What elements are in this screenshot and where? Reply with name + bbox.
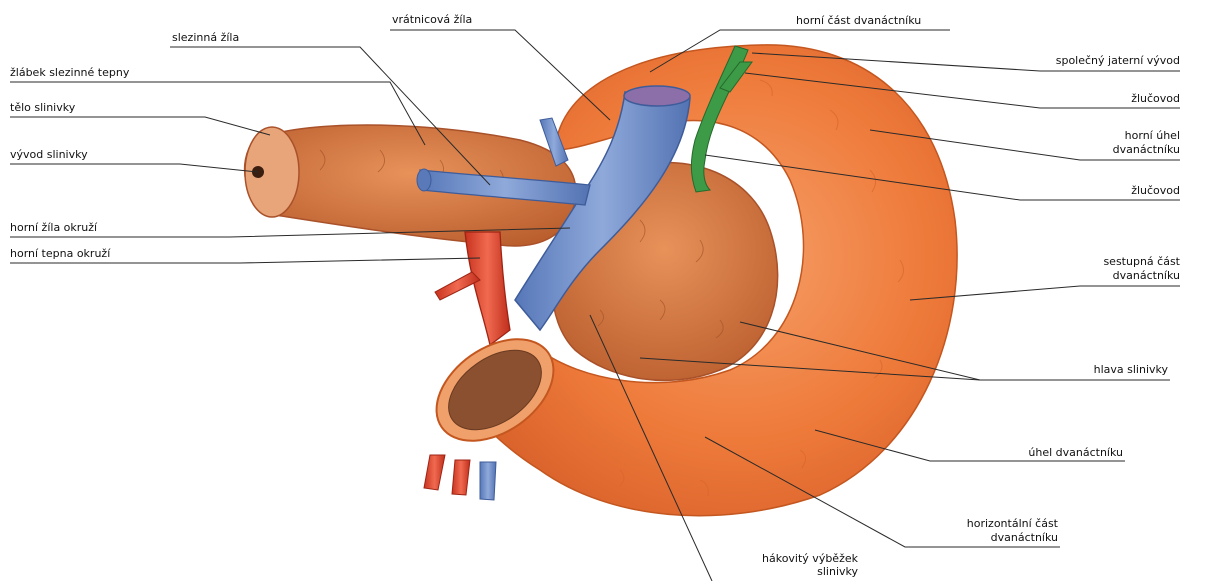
label-splenic-artery-groove: žlábek slezinné tepny xyxy=(10,67,129,79)
label-portal-vein: vrátnicová žíla xyxy=(392,14,472,26)
label-pancreatic-duct: vývod slinivky xyxy=(10,149,88,161)
label-superior-flexure-1: horní úhel xyxy=(1125,130,1180,142)
leader-pancreas-body xyxy=(10,117,270,135)
splenic-vein-cut xyxy=(417,169,431,191)
label-superior-duodenum: horní část dvanáctníku xyxy=(796,15,921,27)
portal-vein-lumen xyxy=(624,86,690,106)
label-sm-vein: horní žíla okruží xyxy=(10,222,97,234)
lower-vein xyxy=(480,462,496,500)
label-sm-artery: horní tepna okruží xyxy=(10,248,110,260)
label-uncinate-1: hákovitý výběžek xyxy=(762,553,858,565)
label-horizontal-1: horizontální část xyxy=(967,518,1058,530)
label-pancreas-body: tělo slinivky xyxy=(10,102,75,114)
artery-branch-left xyxy=(435,272,480,300)
label-hepatic-duct: společný jaterní vývod xyxy=(1056,55,1180,67)
label-descending-1: sestupná část xyxy=(1103,256,1180,268)
superior-mesenteric-artery xyxy=(465,232,510,345)
label-horizontal-2: dvanáctníku xyxy=(991,532,1058,544)
leader-pancreatic-duct xyxy=(10,164,258,172)
label-bile-duct-mid: žlučovod xyxy=(1131,185,1180,197)
label-duodenal-angle: úhel dvanáctníku xyxy=(1028,447,1123,459)
lower-artery xyxy=(424,455,445,490)
label-pancreas-head: hlava slinivky xyxy=(1094,364,1168,376)
label-superior-flexure-2: dvanáctníku xyxy=(1113,144,1180,156)
lower-artery-2 xyxy=(452,460,470,495)
label-uncinate-2: slinivky xyxy=(817,566,858,578)
label-splenic-vein: slezinná žíla xyxy=(172,32,239,44)
label-bile-duct-top: žlučovod xyxy=(1131,93,1180,105)
label-descending-2: dvanáctníku xyxy=(1113,270,1180,282)
